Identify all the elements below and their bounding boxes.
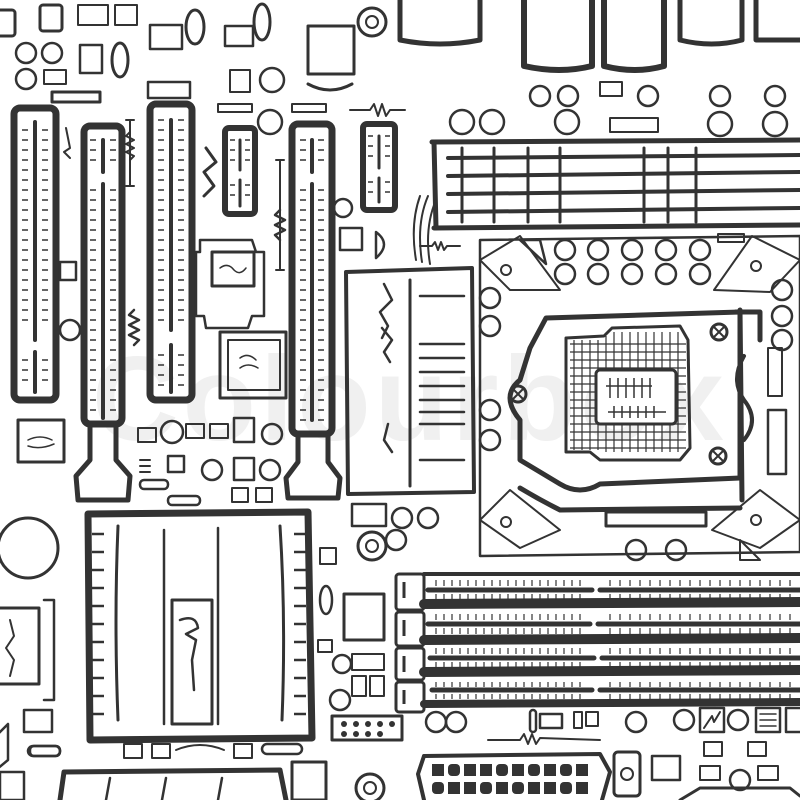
ram-slots (394, 572, 800, 714)
bottom-components (57, 706, 800, 800)
pcie-slots (10, 100, 398, 503)
slot-pin-ticks (22, 119, 390, 421)
cpu-socket (478, 233, 800, 562)
chipset-heatsink (84, 508, 316, 744)
mid-left-components (16, 108, 461, 464)
vrm-heatsink (344, 266, 476, 496)
top-vrm-heatsink (429, 137, 800, 231)
top-right-components (397, 0, 800, 138)
left-lower-components (0, 516, 62, 800)
lower-left-chips (137, 416, 284, 507)
top-left-components (0, 2, 406, 117)
center-lower-components (26, 502, 440, 759)
